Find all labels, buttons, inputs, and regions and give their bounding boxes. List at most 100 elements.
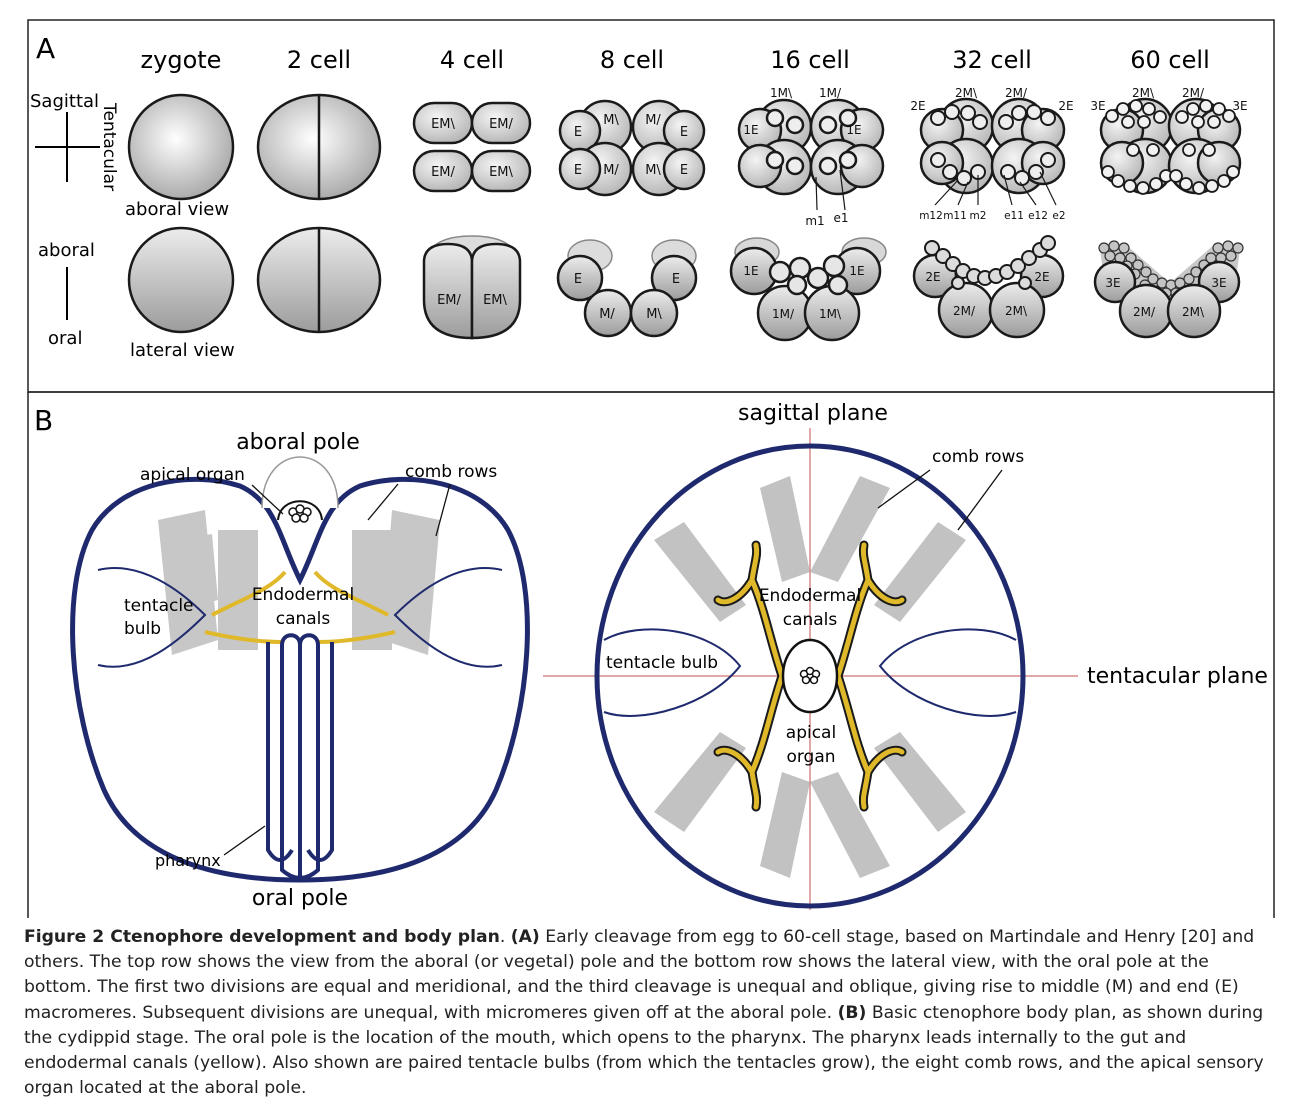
comb-rows-label: comb rows <box>405 462 497 482</box>
cell-label: 1M\ <box>770 86 793 100</box>
four-cell-lateral: EM/ EM\ <box>424 236 520 338</box>
cell-label: M\ <box>645 163 661 178</box>
cell-label: M\ <box>646 307 662 322</box>
cell-label: E <box>680 125 688 140</box>
cell-label: M/ <box>645 113 661 128</box>
caption-a-label: (A) <box>511 927 540 947</box>
two-cell-aboral <box>258 95 380 199</box>
cell-label: 2E <box>1058 99 1073 113</box>
apical-organ-aboral <box>783 640 837 712</box>
cell-label: 1E <box>743 264 758 278</box>
sagittal-label: Sagittal <box>30 91 99 112</box>
cell-label: 2M/ <box>1133 305 1156 319</box>
stage-label: 16 cell <box>770 46 849 74</box>
cell-label: E <box>672 272 680 287</box>
cell-label: EM/ <box>489 117 513 132</box>
eight-cell-lateral: E E M/ M\ <box>558 240 696 336</box>
cell-label: E <box>574 163 582 178</box>
cell-label: 2M/ <box>1182 86 1205 100</box>
zygote-lateral-cell <box>129 228 233 332</box>
statolith-icon <box>289 505 311 522</box>
cell-label: EM/ <box>431 165 455 180</box>
cell-label: EM\ <box>483 293 507 308</box>
tentacular-label: Tentacular <box>99 102 119 191</box>
endodermal-canals-label: Endodermal <box>759 586 861 606</box>
cell-label: 2E <box>925 270 940 284</box>
cell-label: 3E <box>1211 276 1226 290</box>
cell-label: 2M\ <box>955 86 978 100</box>
endodermal-canals-label: canals <box>276 609 331 629</box>
sixteen-cell-lateral: 1E 1E 1M/ 1M\ <box>731 238 886 340</box>
panel-b-letter: B <box>34 404 53 437</box>
pharynx <box>268 635 332 880</box>
stage-label: zygote <box>141 46 222 74</box>
cell-label: 2M\ <box>1182 305 1205 319</box>
cell-label: 3E <box>1090 99 1105 113</box>
stage-headers: zygote 2 cell 4 cell 8 cell 16 cell 32 c… <box>141 46 1210 74</box>
oral-label: oral <box>48 328 82 349</box>
cell-label: 1M\ <box>819 307 842 321</box>
cell-label: M/ <box>599 307 615 322</box>
caption-b-label: (B) <box>838 1003 867 1023</box>
cell-label: 3E <box>1105 276 1120 290</box>
tentacular-plane-label: tentacular plane <box>1087 664 1268 689</box>
aboral-pole-label: aboral pole <box>236 430 360 455</box>
sixty-cell-aboral: 3E 2M\ 2M/ 3E <box>1090 86 1247 194</box>
figure-svg: A B zygote 2 cell 4 cell 8 cell 16 cell … <box>0 0 1290 920</box>
cell-label: E <box>574 272 582 287</box>
thirtytwo-cell-lateral: 2E 2E 2M/ 2M\ <box>914 236 1063 337</box>
endodermal-canals-label: canals <box>783 610 838 630</box>
cell-label: 1M/ <box>772 307 795 321</box>
tentacle-bulb-label: bulb <box>124 619 161 639</box>
cell-label: E <box>680 163 688 178</box>
two-cell-lateral <box>258 228 380 332</box>
cell-label: m11 <box>943 210 967 222</box>
panel-a-letter: A <box>36 32 55 65</box>
figure-caption: Figure 2 Ctenophore development and body… <box>24 925 1269 1101</box>
body-plan-lateral: aboral pole apical organ comb rows tenta… <box>73 430 528 911</box>
cell-label: e12 <box>1028 210 1048 222</box>
eight-cell-aboral: E M\ M/ E E M/ M\ E <box>560 101 704 195</box>
comb-rows-label: comb rows <box>932 447 1024 467</box>
cell-label: 2M/ <box>953 304 976 318</box>
apical-organ-label: organ <box>786 747 835 767</box>
lateral-view-label: lateral view <box>130 340 235 361</box>
cell-label: 2E <box>910 99 925 113</box>
cell-label: 3E <box>1232 99 1247 113</box>
cell-label: EM/ <box>437 293 461 308</box>
apical-organ-label: apical <box>786 723 836 743</box>
cell-label: EM\ <box>431 117 455 132</box>
figure: A B zygote 2 cell 4 cell 8 cell 16 cell … <box>0 0 1290 920</box>
four-cell-aboral: EM\ EM/ EM/ EM\ <box>414 103 530 191</box>
tentacle-bulb-label: tentacle bulb <box>606 653 718 673</box>
cell-label: 1E <box>743 123 758 137</box>
sixteen-cell-aboral: 1M\ 1M/ 1E 1E m1 e1 <box>739 86 883 228</box>
stage-label: 32 cell <box>952 46 1031 74</box>
aboral-view-label: aboral view <box>125 199 229 220</box>
cell-label: m2 <box>970 210 987 222</box>
caption-figure-label: Figure 2 Ctenophore development and body… <box>24 927 500 947</box>
cell-label: E <box>574 125 582 140</box>
stage-label: 60 cell <box>1130 46 1209 74</box>
zygote-aboral-cell <box>129 95 233 199</box>
sagittal-plane-label: sagittal plane <box>738 401 888 426</box>
cell-label: 2M/ <box>1005 86 1028 100</box>
cell-label: 2M\ <box>1132 86 1155 100</box>
cell-label: 2E <box>1034 270 1049 284</box>
stage-label: 4 cell <box>440 46 504 74</box>
stage-label: 2 cell <box>287 46 351 74</box>
cell-label: e11 <box>1004 210 1024 222</box>
cell-label: M/ <box>603 163 619 178</box>
sixty-cell-lateral: 3E 3E 2M/ 2M\ <box>1095 241 1243 337</box>
stage-label: 8 cell <box>600 46 664 74</box>
cell-label: 1M/ <box>819 86 842 100</box>
cell-label: e1 <box>833 211 848 225</box>
apical-organ-label: apical organ <box>140 465 245 485</box>
tentacle-bulb-label: tentacle <box>124 596 194 616</box>
cell-label: 2M\ <box>1005 304 1028 318</box>
aboral-label: aboral <box>38 240 95 261</box>
cell-label: 1E <box>849 264 864 278</box>
cell-label: m1 <box>805 214 824 228</box>
cell-label: e2 <box>1052 210 1065 222</box>
cell-label: 1E <box>846 123 861 137</box>
